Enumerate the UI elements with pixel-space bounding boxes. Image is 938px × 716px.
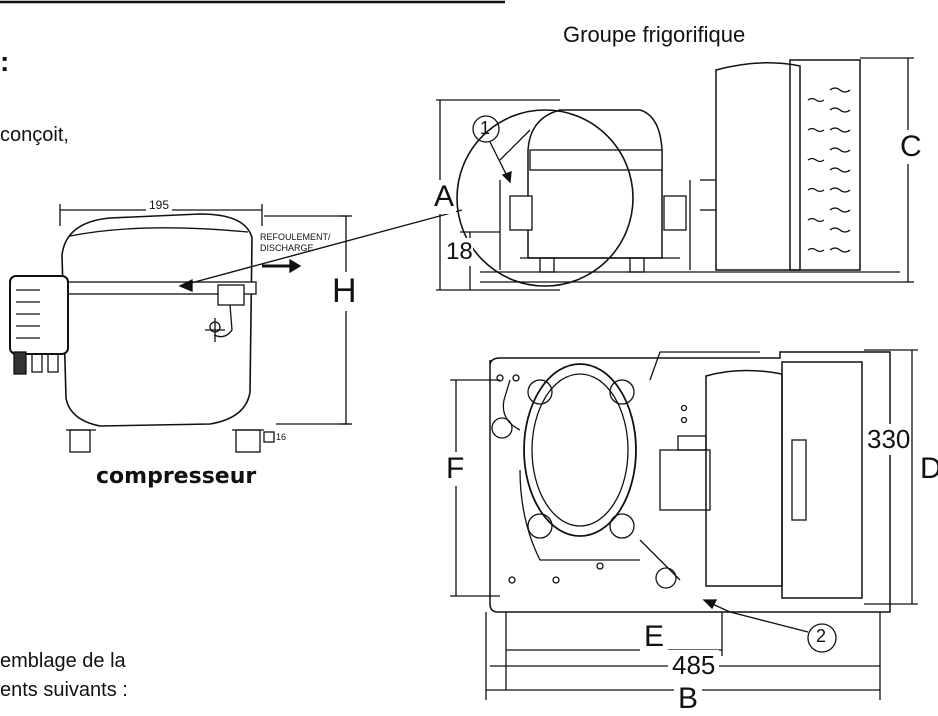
body-text-line-1: conçoit, xyxy=(0,124,69,146)
dim-label-E: E xyxy=(640,620,669,654)
callout-1: 1 xyxy=(480,118,491,138)
dim-label-C: C xyxy=(898,130,924,164)
compressor-base-label: 16 xyxy=(276,432,287,442)
dim-label-F: F xyxy=(444,452,467,486)
dim-label-330: 330 xyxy=(866,424,912,455)
dim-label-485: 485 xyxy=(668,650,720,681)
top-view-drawing xyxy=(450,349,918,700)
dim-label-B: B xyxy=(674,682,703,716)
leader-line-A xyxy=(179,209,463,287)
callout-2: 2 xyxy=(816,626,827,646)
compressor-width-label: 195 xyxy=(146,198,173,212)
body-text-line-3: ents suivants : xyxy=(0,679,128,701)
dim-label-18: 18 xyxy=(446,238,473,266)
compressor-height-label: H xyxy=(330,272,359,311)
discharge-label-2: DISCHARGE xyxy=(260,243,314,253)
diagram-title: Groupe frigorifique xyxy=(563,22,746,47)
dim-label-D: D xyxy=(920,452,938,486)
heading-colon: : xyxy=(0,46,10,77)
compressor-drawing xyxy=(9,204,352,453)
compressor-caption: compresseur xyxy=(96,464,257,489)
side-view-drawing xyxy=(436,57,914,291)
dim-label-A: A xyxy=(432,180,457,214)
discharge-label-1: REFOULEMENT/ xyxy=(260,232,331,242)
body-text-line-2: emblage de la xyxy=(0,650,126,672)
